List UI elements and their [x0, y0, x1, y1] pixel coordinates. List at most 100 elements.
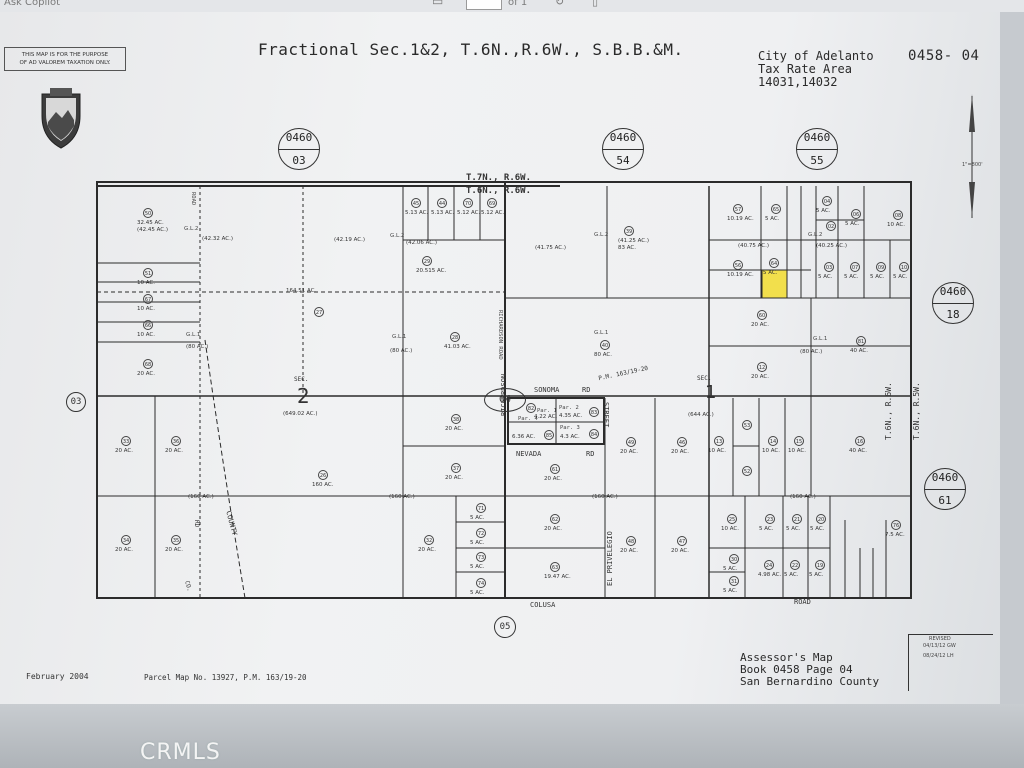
- parcel-number[interactable]: 35: [171, 535, 181, 545]
- parcel-number[interactable]: 39: [624, 226, 634, 236]
- gov-lot-label: G.L.2: [184, 226, 199, 232]
- parcel-number[interactable]: 69: [487, 198, 497, 208]
- parcel-number[interactable]: 53: [742, 420, 752, 430]
- file-icon[interactable]: ▯: [592, 0, 599, 8]
- parcel-number[interactable]: 61: [550, 464, 560, 474]
- rotate-icon[interactable]: ↻: [555, 0, 565, 8]
- parcel-number[interactable]: 48: [626, 536, 636, 546]
- parcel-acreage: 20 AC.: [137, 371, 156, 377]
- parcel-number[interactable]: 14: [768, 436, 778, 446]
- parcel-number[interactable]: 62: [550, 514, 560, 524]
- parcel-number[interactable]: 28: [450, 332, 460, 342]
- parcel-number[interactable]: 23: [765, 514, 775, 524]
- parcel-number[interactable]: 02: [826, 221, 836, 231]
- parcel-number[interactable]: 26: [318, 470, 328, 480]
- parcel-number[interactable]: 19: [815, 560, 825, 570]
- adjacent-map-ref[interactable]: 0460 03: [278, 128, 320, 170]
- parcel-number[interactable]: 30: [729, 554, 739, 564]
- parcel-number[interactable]: 82: [526, 403, 536, 413]
- parcel-number[interactable]: 32: [424, 535, 434, 545]
- parcel-number[interactable]: 66: [143, 320, 153, 330]
- bottom-map-ref[interactable]: 05: [494, 616, 516, 638]
- parcel-number[interactable]: 27: [314, 307, 324, 317]
- parcel-acreage: 5 AC.: [765, 216, 780, 222]
- parcel-number[interactable]: 29: [422, 256, 432, 266]
- parcel-number[interactable]: 52: [742, 466, 752, 476]
- parcel-number[interactable]: 64: [769, 258, 779, 268]
- parcel-number[interactable]: 63: [550, 562, 560, 572]
- parcel-number[interactable]: 31: [729, 576, 739, 586]
- parcel-number[interactable]: 24: [764, 560, 774, 570]
- parcel-number[interactable]: 81: [856, 336, 866, 346]
- parcel-number[interactable]: 33: [121, 436, 131, 446]
- parcel-number[interactable]: 68: [143, 359, 153, 369]
- parcel-number[interactable]: 34: [121, 535, 131, 545]
- parcel-number[interactable]: 13: [714, 436, 724, 446]
- parcel-acreage: 5.13 AC.: [431, 210, 455, 216]
- colusa-road-label: COLUSA: [530, 601, 556, 609]
- parcel-acreage: 10 AC.: [788, 448, 807, 454]
- parcel-number[interactable]: 45: [411, 198, 421, 208]
- parcel-number[interactable]: 03: [824, 262, 834, 272]
- parcel-number[interactable]: 09: [876, 262, 886, 272]
- parcel-number[interactable]: 36: [171, 436, 181, 446]
- parcel-acreage: 5 AC.: [784, 572, 799, 578]
- parcel-number[interactable]: 46: [677, 437, 687, 447]
- parcel-number[interactable]: 15: [794, 436, 804, 446]
- parcel-acreage: 5 AC.: [763, 270, 778, 276]
- parcel-number[interactable]: 76: [891, 520, 901, 530]
- parcel-number[interactable]: 67: [143, 294, 153, 304]
- parcel-acreage: 20 AC.: [620, 548, 639, 554]
- parcel-number[interactable]: 51: [143, 268, 153, 278]
- adjacent-map-ref[interactable]: 0460 54: [602, 128, 644, 170]
- ask-copilot-label[interactable]: Ask Copilot: [4, 0, 61, 8]
- parcel-number[interactable]: 65: [771, 204, 781, 214]
- parcel-number[interactable]: 83: [589, 407, 599, 417]
- parcel-number[interactable]: 20: [816, 514, 826, 524]
- parcel-number[interactable]: 06: [851, 209, 861, 219]
- parcel-number[interactable]: 07: [850, 262, 860, 272]
- adjacent-map-ref[interactable]: 0460 55: [796, 128, 838, 170]
- parcel-number[interactable]: 71: [476, 503, 486, 513]
- parcel-number[interactable]: 72: [476, 528, 486, 538]
- parcel-number[interactable]: 10: [899, 262, 909, 272]
- parcel-number[interactable]: 44: [437, 198, 447, 208]
- parcel-number[interactable]: 70: [463, 198, 473, 208]
- parcel-number[interactable]: 49: [626, 437, 636, 447]
- parcel-number[interactable]: 47: [677, 536, 687, 546]
- parcel-acreage: 20 AC.: [165, 448, 184, 454]
- lot-acreage: (42.19 AC.): [334, 237, 366, 243]
- parcel-number[interactable]: 56: [733, 260, 743, 270]
- document-icon[interactable]: ▭: [432, 0, 444, 8]
- parcel-number[interactable]: 25: [727, 514, 737, 524]
- parcel-number[interactable]: 84: [589, 429, 599, 439]
- parcel-acreage: 40 AC.: [849, 448, 868, 454]
- parcel-number[interactable]: 08: [893, 210, 903, 220]
- parcel-number[interactable]: 73: [476, 552, 486, 562]
- parcel-number[interactable]: 85: [544, 430, 554, 440]
- adjacent-map-ref[interactable]: 0460 18: [932, 282, 974, 324]
- subparcel-acres: 4.22 AC.: [534, 414, 558, 420]
- left-map-ref[interactable]: 03: [66, 392, 86, 412]
- parcel-number[interactable]: 40: [600, 340, 610, 350]
- parcel-number[interactable]: 04: [822, 196, 832, 206]
- parcel-number[interactable]: 38: [451, 414, 461, 424]
- parcel-acreage: 5 AC.: [818, 274, 833, 280]
- parcel-number[interactable]: 74: [476, 578, 486, 588]
- browser-toolbar: Ask Copilot ▭ of 1 ↻ ▯: [0, 0, 1024, 12]
- revision-date: 08/24/12 LH: [923, 653, 954, 659]
- parcel-number[interactable]: 50: [143, 208, 153, 218]
- parcel-number[interactable]: 12: [757, 362, 767, 372]
- page-number-input[interactable]: [466, 0, 502, 10]
- center-parcel-ref[interactable]: 04: [484, 388, 526, 412]
- tax-rate-codes: 14031,14032: [758, 75, 838, 89]
- parcel-number[interactable]: 37: [451, 463, 461, 473]
- parcel-number[interactable]: 21: [792, 514, 802, 524]
- parcel-number[interactable]: 22: [790, 560, 800, 570]
- parcel-number[interactable]: 16: [855, 436, 865, 446]
- adjacent-map-ref[interactable]: 0460 61: [924, 468, 966, 510]
- parcel-number[interactable]: 57: [733, 204, 743, 214]
- parcel-acreage: 160 AC.: [312, 482, 334, 488]
- parcel-acreage: 10 AC.: [137, 332, 156, 338]
- parcel-number[interactable]: 60: [757, 310, 767, 320]
